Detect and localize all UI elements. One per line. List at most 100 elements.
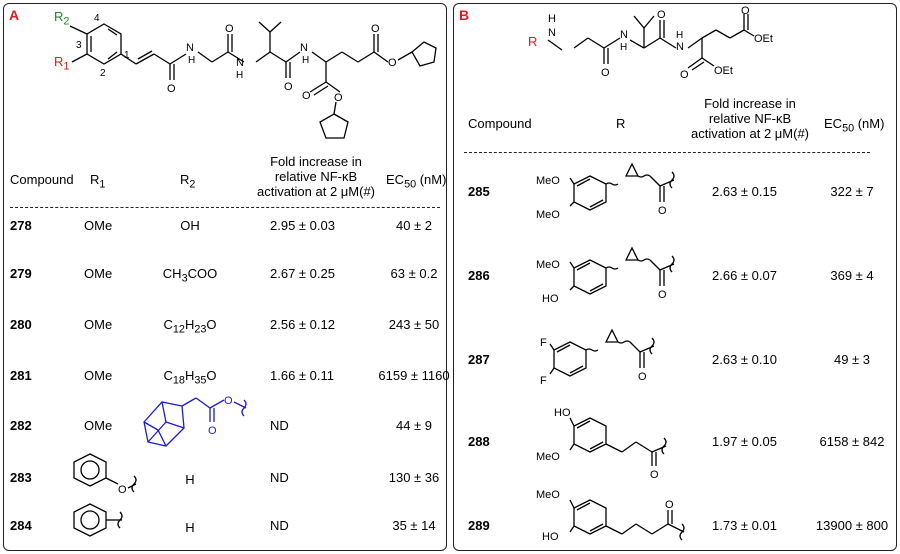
b-r-structure-287: F F O <box>540 328 655 387</box>
a-compound-id: 284 <box>10 518 32 533</box>
a-phenyl-structure <box>73 503 123 537</box>
svg-text:N: N <box>676 41 684 53</box>
a-compound-id: 283 <box>10 470 32 485</box>
panel-a: A <box>3 3 450 551</box>
b-r-structure-285: MeO MeO O <box>536 162 675 221</box>
b-compound-id: 285 <box>468 184 490 199</box>
a-ec50-value: 40 ± 2 <box>395 218 433 233</box>
svg-text:O: O <box>665 499 674 511</box>
svg-text:H: H <box>548 13 556 25</box>
b-compound-id: 289 <box>468 518 490 533</box>
a-header-r2: R2 <box>180 172 196 191</box>
svg-text:N: N <box>620 29 628 41</box>
a-ec50-value: 44 ± 9 <box>395 418 433 433</box>
svg-text:H: H <box>188 55 195 66</box>
a-r1-value: OMe <box>84 368 113 383</box>
a-fold-value: ND <box>270 418 289 433</box>
a-r1-label: R1 <box>54 54 70 73</box>
a-fold-value: 2.95 ± 0.03 <box>270 218 335 233</box>
a-ec50-value: 243 ± 50 <box>388 317 440 332</box>
a-ec50-value: 6159 ± 1160 <box>378 368 450 383</box>
a-header-r1: R1 <box>90 172 106 191</box>
a-r2-value: H <box>185 520 195 535</box>
svg-text:N: N <box>548 27 556 39</box>
svg-text:OEt: OEt <box>714 65 733 77</box>
b-fold-value: 1.73 ± 0.01 <box>712 518 777 533</box>
svg-text:H: H <box>236 70 243 81</box>
panel-b-scaffold-structure: R H N N H N H O O O O OEt OEt <box>528 5 773 81</box>
a-r1-value: OMe <box>84 218 113 233</box>
svg-text:4: 4 <box>94 13 100 24</box>
svg-text:O: O <box>388 57 397 69</box>
b-header-ec50: EC50 (nM) <box>824 116 885 135</box>
svg-text:H: H <box>620 42 627 53</box>
a-compound-id: 282 <box>10 418 32 433</box>
a-r2-label: R2 <box>54 9 70 28</box>
svg-text:MeO: MeO <box>536 259 560 271</box>
svg-text:O: O <box>225 23 234 35</box>
a-ec50-value: 130 ± 36 <box>388 470 440 485</box>
svg-text:MeO: MeO <box>536 489 560 501</box>
a-r1-value: OMe <box>84 418 113 433</box>
b-header-fold: Fold increase in relative NF-κB activati… <box>690 96 810 141</box>
a-header-ec50: EC50 (nM) <box>386 172 447 191</box>
svg-text:1: 1 <box>124 50 130 61</box>
a-r1-value: OMe <box>84 317 113 332</box>
b-fold-value: 2.63 ± 0.15 <box>712 184 777 199</box>
svg-text:OEt: OEt <box>754 33 773 45</box>
svg-text:O: O <box>658 205 667 217</box>
b-header-r: R <box>616 116 626 131</box>
svg-text:MeO: MeO <box>536 209 560 221</box>
a-fold-value: 1.66 ± 0.11 <box>270 368 334 383</box>
a-r2-value: C18H35O <box>163 368 217 387</box>
b-header-divider <box>464 152 870 153</box>
a-fold-value: 2.56 ± 0.12 <box>270 317 335 332</box>
panel-a-label: A <box>9 7 20 23</box>
b-ec50-value: 369 ± 4 <box>830 268 874 283</box>
panel-b: B <box>453 3 897 551</box>
b-r-structure-289: MeO HO O <box>536 489 685 543</box>
svg-text:HO: HO <box>542 531 559 543</box>
a-compound-id: 281 <box>10 368 32 383</box>
svg-text:O: O <box>650 469 659 481</box>
svg-text:O: O <box>118 484 127 496</box>
svg-text:O: O <box>284 81 293 93</box>
a-r1-value: OMe <box>84 266 113 281</box>
b-compound-id: 286 <box>468 268 490 283</box>
b-fold-value: 2.66 ± 0.07 <box>712 268 777 283</box>
a-r2-value: C12H23O <box>163 317 217 336</box>
a-ec50-value: 63 ± 0.2 <box>390 266 438 281</box>
svg-text:H: H <box>302 55 309 66</box>
b-r-structure-286: MeO HO O <box>536 246 675 305</box>
a-fold-value: 2.67 ± 0.25 <box>270 266 335 281</box>
a-header-divider <box>10 207 440 208</box>
a-compound-id: 280 <box>10 317 32 332</box>
svg-text:2: 2 <box>100 68 106 79</box>
a-r2-value: OH <box>180 218 200 233</box>
a-phenoxy-structure: O <box>73 453 137 496</box>
b-ec50-value: 13900 ± 800 <box>815 518 889 533</box>
panel-a-scaffold-structure: N H N H N H O O O O O O O 1 2 3 4 <box>69 13 437 139</box>
svg-text:3: 3 <box>76 40 82 51</box>
svg-text:O: O <box>741 5 750 17</box>
a-compound-id: 279 <box>10 266 32 281</box>
b-r-structure-288: HO MeO O <box>536 407 667 481</box>
svg-text:HO: HO <box>542 293 559 305</box>
b-ec50-value: 49 ± 3 <box>833 352 871 367</box>
a-adamantyl-acetate-structure: O O <box>143 395 247 447</box>
svg-text:MeO: MeO <box>536 175 560 187</box>
svg-text:F: F <box>540 375 547 387</box>
svg-text:O: O <box>224 395 233 407</box>
svg-text:H: H <box>676 30 683 41</box>
svg-text:MeO: MeO <box>536 451 560 463</box>
svg-text:O: O <box>334 92 343 104</box>
svg-text:O: O <box>658 289 667 301</box>
svg-text:R: R <box>528 34 537 49</box>
a-fold-value: ND <box>270 518 289 533</box>
svg-text:O: O <box>371 23 380 35</box>
b-compound-id: 287 <box>468 352 490 367</box>
a-nh-2: N <box>236 57 244 69</box>
svg-text:O: O <box>601 67 610 79</box>
b-compound-id: 288 <box>468 434 490 449</box>
b-fold-value: 1.97 ± 0.05 <box>712 434 777 449</box>
